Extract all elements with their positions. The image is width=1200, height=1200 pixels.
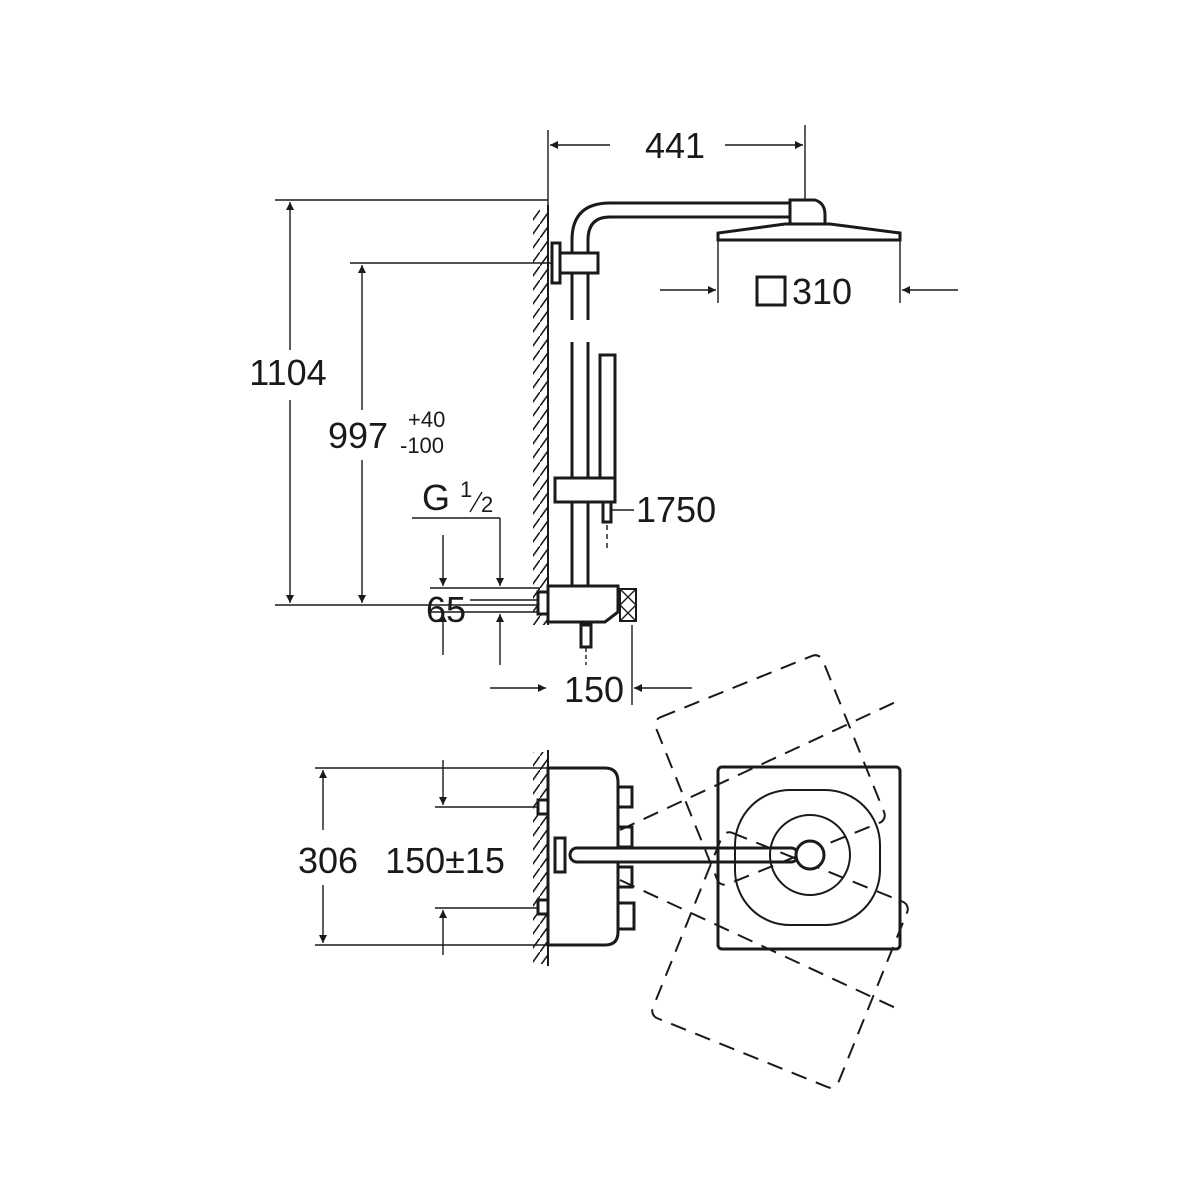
wall-top-view xyxy=(533,750,549,966)
dim-310-label: 310 xyxy=(792,271,852,312)
top-view-assembly xyxy=(536,654,909,1089)
tolerance-minus: -100 xyxy=(400,433,444,458)
dimension-mount-height: 997 +40 -100 xyxy=(328,262,560,603)
dimension-head-size: 310 xyxy=(660,240,958,312)
dimension-inlet: 65 xyxy=(426,535,540,665)
thermostat-side xyxy=(536,584,637,665)
square-symbol-icon xyxy=(755,275,787,307)
hand-shower xyxy=(598,353,617,480)
dim-150-15-label: 150±15 xyxy=(385,840,505,881)
dim-1750-label: 1750 xyxy=(636,489,716,530)
dim-306-label: 306 xyxy=(298,840,358,881)
shower-column: 1750 xyxy=(550,198,902,588)
dim-997-label: 997 xyxy=(328,415,388,456)
dimension-depth: 150 xyxy=(490,625,692,710)
dim-150-label: 150 xyxy=(564,669,624,710)
dim-1104-label: 1104 xyxy=(249,352,326,393)
rotation-dashed-outlines xyxy=(619,654,909,1089)
dimension-projection: 441 xyxy=(547,125,806,215)
dim-65-label: 65 xyxy=(426,589,466,630)
rain-shower-head xyxy=(716,222,902,242)
thread-num: 1 xyxy=(460,477,472,502)
dimension-total-height: 1104 xyxy=(249,199,548,606)
slider-bracket xyxy=(553,476,617,504)
thread-annotation: G 1 2 xyxy=(412,477,504,586)
tolerance-plus: +40 xyxy=(408,407,445,432)
dimension-top-width: 306 150±15 xyxy=(298,760,548,955)
thread-g: G xyxy=(422,477,450,518)
thread-den: 2 xyxy=(481,492,493,517)
dim-441-label: 441 xyxy=(645,125,705,166)
riser-rail xyxy=(570,342,590,588)
wall-side-view xyxy=(533,205,549,625)
